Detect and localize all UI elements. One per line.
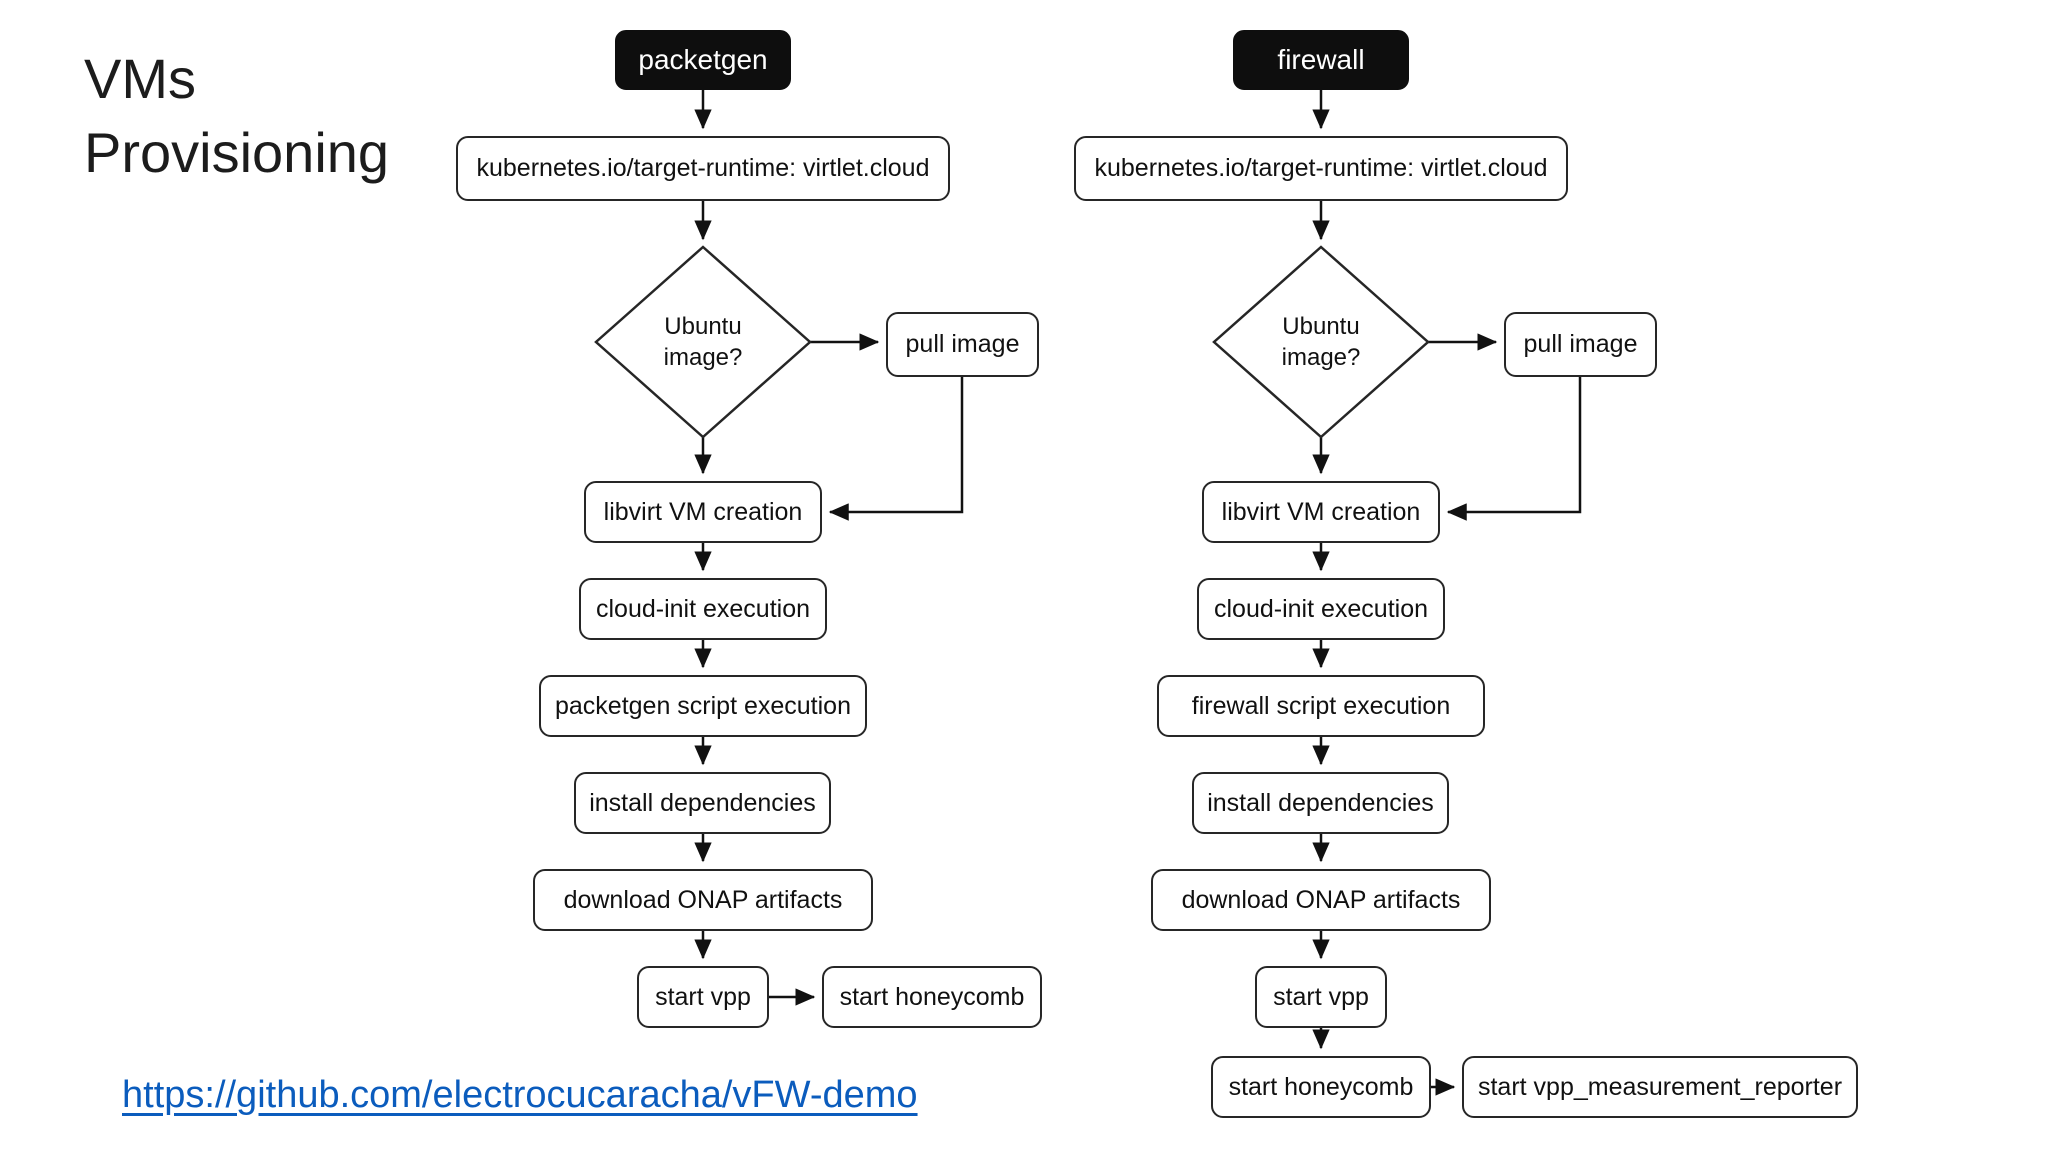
packetgen-step-artifacts-label: download ONAP artifacts: [563, 885, 843, 914]
firewall-step-start-vpp: start vpp: [1255, 966, 1387, 1028]
firewall-step-script-label: firewall script execution: [1191, 691, 1451, 720]
packetgen-connectors: [694, 90, 964, 1006]
firewall-decision-label: Ubuntu image?: [1281, 312, 1361, 371]
packetgen-decision-diamond: [594, 245, 812, 439]
firewall-step-script: firewall script execution: [1157, 675, 1485, 737]
packetgen-step-start-vpp-label: start vpp: [655, 982, 751, 1011]
packetgen-step-script: packetgen script execution: [539, 675, 867, 737]
firewall-decision-diamond: [1212, 245, 1430, 439]
packetgen-step-artifacts: download ONAP artifacts: [533, 869, 873, 931]
firewall-runtime-box: kubernetes.io/target-runtime: virtlet.cl…: [1074, 136, 1568, 201]
firewall-start-reporter: start vpp_measurement_reporter: [1462, 1056, 1858, 1118]
firewall-start-honeycomb: start honeycomb: [1211, 1056, 1431, 1118]
packetgen-step-script-label: packetgen script execution: [554, 691, 851, 720]
packetgen-step-dependencies-label: install dependencies: [589, 788, 816, 817]
packetgen-pull-image-label: pull image: [905, 330, 1020, 358]
firewall-pull-image-label: pull image: [1523, 330, 1638, 358]
packetgen-step-cloud-init-label: cloud-init execution: [595, 594, 810, 623]
firewall-step-cloud-init-label: cloud-init execution: [1213, 594, 1428, 623]
packetgen-header: packetgen: [615, 30, 791, 90]
firewall-step-artifacts-label: download ONAP artifacts: [1181, 885, 1461, 914]
firewall-step-libvirt-label: libvirt VM creation: [1221, 497, 1421, 526]
packetgen-decision-label: Ubuntu image?: [663, 312, 743, 371]
firewall-start-honeycomb-label: start honeycomb: [1228, 1072, 1414, 1101]
firewall-step-start-vpp-label: start vpp: [1273, 982, 1369, 1011]
firewall-step-artifacts: download ONAP artifacts: [1151, 869, 1491, 931]
packetgen-step-dependencies: install dependencies: [574, 772, 831, 834]
firewall-step-dependencies: install dependencies: [1192, 772, 1449, 834]
firewall-pull-image-box: pull image: [1504, 312, 1657, 377]
slide-title-line1: VMs: [84, 47, 196, 110]
firewall-step-libvirt: libvirt VM creation: [1202, 481, 1440, 543]
firewall-start-reporter-label: start vpp_measurement_reporter: [1477, 1072, 1843, 1101]
slide-title-line2: Provisioning: [84, 120, 390, 184]
firewall-connectors: [1312, 90, 1582, 1096]
repo-link[interactable]: https://github.com/electrocucaracha/vFW-…: [122, 1074, 918, 1116]
packetgen-start-honeycomb-label: start honeycomb: [839, 982, 1025, 1011]
firewall-step-dependencies-label: install dependencies: [1207, 788, 1434, 817]
packetgen-pull-image-box: pull image: [886, 312, 1039, 377]
packetgen-start-honeycomb: start honeycomb: [822, 966, 1042, 1028]
packetgen-runtime-box: kubernetes.io/target-runtime: virtlet.cl…: [456, 136, 950, 201]
firewall-runtime-label: kubernetes.io/target-runtime: virtlet.cl…: [1094, 154, 1548, 182]
firewall-header-label: firewall: [1277, 44, 1365, 75]
firewall-header: firewall: [1233, 30, 1409, 90]
slide-title: VMs Provisioning: [84, 42, 389, 190]
packetgen-header-label: packetgen: [638, 44, 768, 75]
packetgen-step-start-vpp: start vpp: [637, 966, 769, 1028]
packetgen-step-libvirt-label: libvirt VM creation: [603, 497, 803, 526]
packetgen-step-libvirt: libvirt VM creation: [584, 481, 822, 543]
packetgen-step-cloud-init: cloud-init execution: [579, 578, 827, 640]
firewall-step-cloud-init: cloud-init execution: [1197, 578, 1445, 640]
packetgen-runtime-label: kubernetes.io/target-runtime: virtlet.cl…: [476, 154, 930, 182]
